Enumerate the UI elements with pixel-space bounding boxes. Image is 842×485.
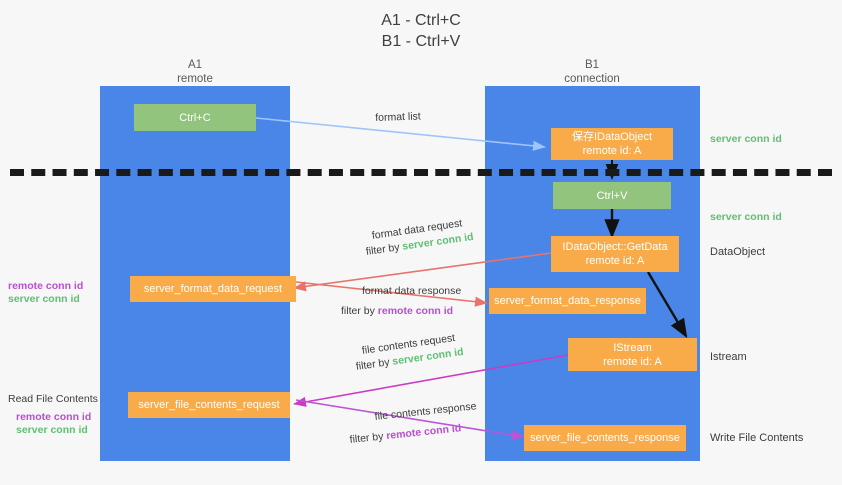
right-note-server-conn-id-mid: server conn id: [710, 211, 782, 223]
filter-value-remote-conn-id: remote conn id: [377, 305, 454, 317]
node-save-idataobject[interactable]: 保存IDataObject remote id: A: [551, 128, 673, 160]
node-istream[interactable]: IStream remote id: A: [568, 338, 697, 371]
edge-label-format-data-response-text: format data response: [362, 285, 462, 297]
filter-prefix: filter by: [341, 305, 378, 317]
edge-label-format-list-text: format list: [375, 110, 421, 124]
node-save-idataobject-line1: 保存IDataObject: [571, 131, 653, 143]
edge-label-format-list: format list: [375, 109, 421, 125]
left-note-read-file-contents: Read File Contents: [8, 393, 98, 405]
edge-label-file-contents-response: file contents response: [374, 399, 477, 424]
right-note-write-file-contents: Write File Contents: [710, 432, 804, 444]
left-note-remote-conn-id-2: remote conn id: [16, 411, 92, 423]
edge-label-format-data-response: format data response: [362, 284, 461, 298]
lane-b1-subtitle: connection: [564, 73, 620, 85]
lane-a1-title: A1: [187, 59, 203, 71]
node-server-file-contents-request-label: server_file_contents_request: [138, 399, 280, 411]
left-note-server-conn-id-1: server conn id: [8, 293, 80, 305]
edge-label-file-contents-response-text: file contents response: [374, 400, 477, 423]
node-ctrl-c-label: Ctrl+C: [179, 111, 211, 124]
node-server-file-contents-response-label: server_file_contents_response: [530, 432, 680, 444]
lane-header-a1: A1 remote: [115, 58, 275, 86]
diagram-title: A1 - Ctrl+C B1 - Ctrl+V: [0, 10, 842, 52]
node-ctrl-v-label: Ctrl+V: [596, 189, 628, 202]
right-note-istream: Istream: [710, 351, 747, 363]
phase-divider: [10, 169, 832, 176]
filter-prefix: filter by: [365, 240, 404, 258]
lane-a1-subtitle: remote: [177, 73, 213, 85]
filter-value-remote-conn-id: remote conn id: [385, 422, 462, 443]
edge-label-format-data-response-filter: filter by remote conn id: [341, 304, 453, 318]
node-idataobject-getdata[interactable]: IDataObject::GetData remote id: A: [551, 236, 679, 272]
filter-prefix: filter by: [355, 355, 394, 373]
left-note-server-conn-id-2: server conn id: [16, 424, 88, 436]
node-server-file-contents-request[interactable]: server_file_contents_request: [128, 392, 290, 418]
node-save-idataobject-line2: remote id: A: [582, 145, 642, 157]
right-note-dataobject: DataObject: [710, 246, 766, 258]
filter-prefix: filter by: [349, 430, 387, 446]
node-server-format-data-request-label: server_format_data_request: [143, 283, 283, 295]
node-ctrl-c[interactable]: Ctrl+C: [134, 104, 256, 131]
node-server-format-data-response-label: server_format_data_response: [494, 295, 641, 307]
right-note-server-conn-id-top: server conn id: [710, 133, 782, 145]
node-server-file-contents-response[interactable]: server_file_contents_response: [524, 425, 686, 451]
title-line-1: A1 - Ctrl+C: [381, 12, 461, 29]
node-istream-line2: remote id: A: [603, 355, 662, 368]
node-idataobject-getdata-line2: remote id: A: [585, 255, 645, 267]
node-istream-line1: IStream: [613, 341, 652, 354]
edge-label-file-contents-response-filter: filter by remote conn id: [349, 421, 462, 447]
title-line-2: B1 - Ctrl+V: [381, 33, 461, 50]
node-server-format-data-request[interactable]: server_format_data_request: [130, 276, 296, 302]
lane-header-b1: B1 connection: [512, 58, 672, 86]
node-ctrl-v[interactable]: Ctrl+V: [553, 182, 671, 209]
node-idataobject-getdata-line1: IDataObject::GetData: [562, 241, 668, 253]
lane-b1-title: B1: [584, 59, 600, 71]
node-server-format-data-response[interactable]: server_format_data_response: [489, 288, 646, 314]
left-note-remote-conn-id-1: remote conn id: [8, 280, 84, 292]
